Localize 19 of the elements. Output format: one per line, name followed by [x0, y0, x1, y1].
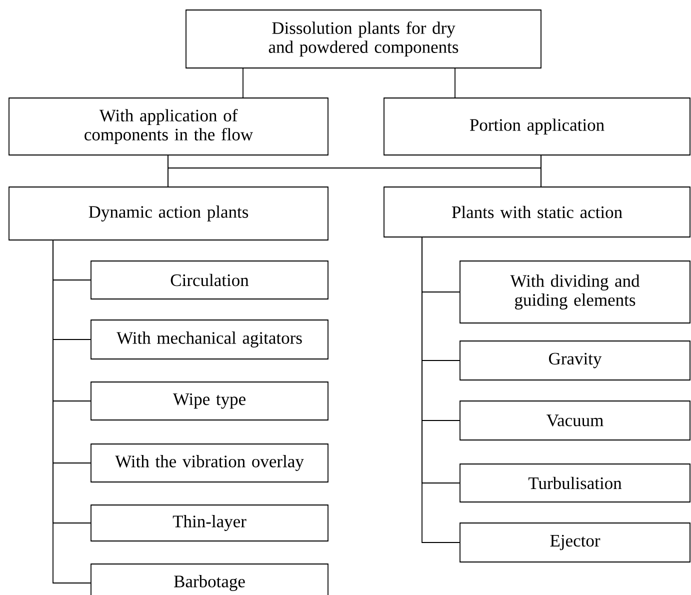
category-box: Portion application — [384, 98, 690, 156]
category-box: Vacuum — [460, 400, 690, 440]
category-box: Barbotage — [90, 564, 328, 595]
category-box: Ejector — [460, 522, 690, 562]
category-box: With the vibration overlay — [90, 444, 328, 482]
connector-line — [168, 155, 542, 187]
category-box: With mechanical agitators — [90, 320, 328, 360]
category-box: Dissolution plants for dry and powdered components — [186, 10, 542, 68]
category-box: With dividing and guiding elements — [460, 260, 690, 324]
category-box: Turbulisation — [460, 464, 690, 502]
category-box: Circulation — [90, 260, 328, 300]
category-box: Gravity — [460, 340, 690, 380]
connector-line — [242, 68, 244, 98]
category-box: Dynamic action plants — [8, 186, 328, 240]
category-box: Plants with static action — [384, 186, 690, 238]
category-box: Thin-layer — [90, 504, 328, 542]
category-box: With application of components in the flow — [8, 98, 328, 156]
category-box: Wipe type — [90, 382, 328, 420]
connector-line — [454, 68, 456, 98]
